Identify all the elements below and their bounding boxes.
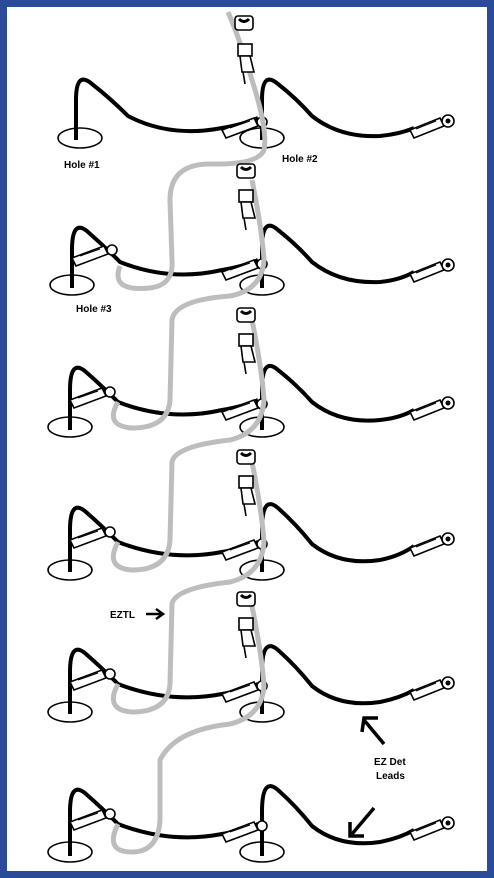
eztl-label: EZTL (110, 610, 135, 621)
row-5 (47, 644, 455, 723)
ez-det-arrow-up-icon (360, 716, 386, 746)
hole-1-collar (57, 127, 103, 149)
row-1 (57, 77, 455, 149)
ez-det-arrow-down-icon (348, 806, 376, 838)
hole-3-label: Hole #3 (76, 304, 112, 315)
ez-det-leads-label-line1: EZ Det (374, 757, 406, 768)
eztl-arrow-icon (146, 607, 166, 621)
row-3 (47, 364, 455, 438)
hole-2-label: Hole #2 (282, 154, 318, 165)
ez-det-leads-label-line2: Leads (376, 771, 405, 782)
row-6 (47, 784, 455, 863)
row-2 (49, 223, 455, 296)
row-4 (47, 502, 455, 581)
eztl-tube-line (110, 11, 268, 855)
hole-1-label: Hole #1 (64, 160, 100, 171)
